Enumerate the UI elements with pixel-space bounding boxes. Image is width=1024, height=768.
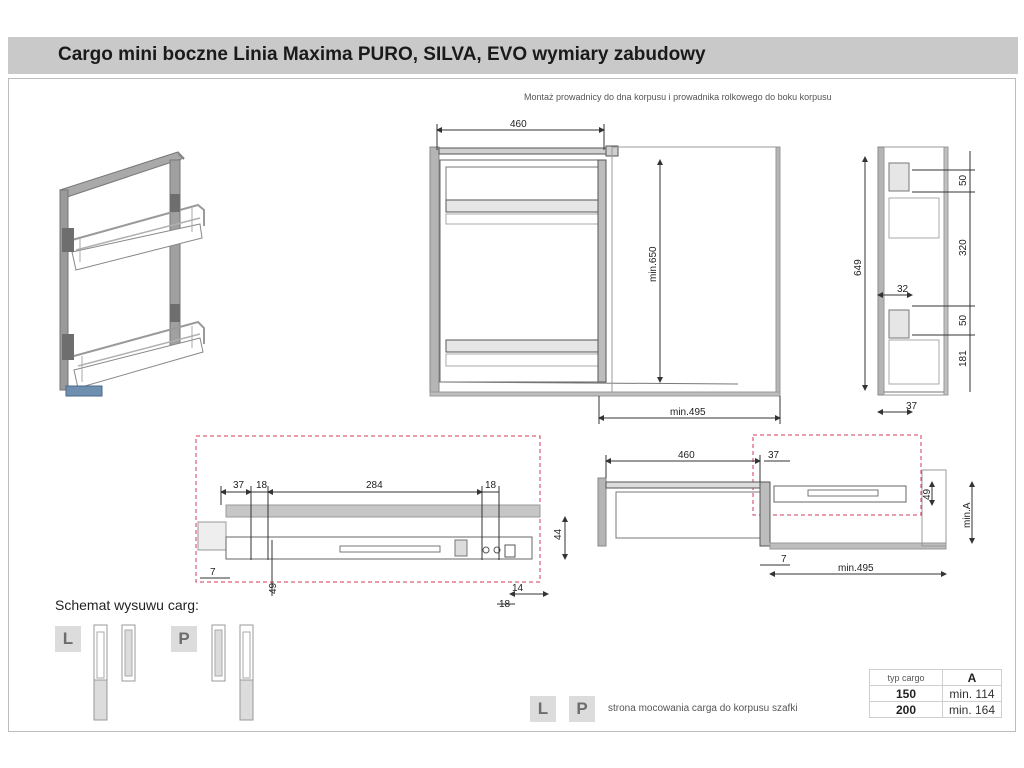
table-cell-a: min. 114 [942, 685, 1002, 702]
front-depth-label: min.495 [670, 407, 706, 418]
rail-d2-label: 18 [256, 480, 268, 491]
rail-d4-label: 18 [485, 480, 497, 491]
table-header-row: typ cargo A [869, 669, 1002, 686]
cargo-product-illustration [59, 151, 205, 397]
top-view-detail-frame [752, 434, 922, 516]
rail-d7-label: 49 [268, 582, 279, 594]
dimension-labels: 460 min.650 min.495 649 50 320 32 50 181… [210, 119, 973, 610]
legend-right-badge: P [569, 696, 595, 722]
side-d2-label: 320 [958, 239, 969, 256]
rail-d3-label: 284 [366, 480, 383, 491]
front-view-drawing [429, 145, 781, 397]
header-bar: Cargo mini boczne Linia Maxima PURO, SIL… [8, 37, 1018, 74]
schemat-title: Schemat wysuwu carg: [55, 597, 199, 613]
legend-left-badge: L [530, 696, 556, 722]
mounting-note: Montaż prowadnicy do dna korpusu i prowa… [524, 92, 832, 102]
schemat-left-badge: L [55, 626, 81, 652]
rail-detail-dimensions [200, 486, 568, 605]
rail-detail-drawing [197, 504, 541, 560]
table-header-type: typ cargo [869, 669, 943, 686]
rail-d5-label: 44 [553, 528, 564, 540]
top-depth-label: min.495 [838, 563, 874, 574]
schemat-right-badge: P [171, 626, 197, 652]
front-width-label: 460 [510, 119, 527, 130]
front-view-dimensions [436, 124, 781, 424]
rail-d9-label: 18 [499, 599, 511, 610]
side-total-label: 649 [853, 259, 864, 276]
side-view-dimensions [862, 151, 975, 415]
page-title: Cargo mini boczne Linia Maxima PURO, SIL… [58, 44, 706, 65]
table-cell-a: min. 164 [942, 701, 1002, 718]
drawing-frame [8, 78, 1016, 732]
table-header-a: A [942, 669, 1002, 686]
side-d5-label: 181 [958, 350, 969, 367]
cargo-size-table: typ cargo A 150 min. 114 200 min. 164 [869, 669, 1002, 718]
top-width-label: 460 [678, 450, 695, 461]
top-d2-label: 49 [922, 488, 933, 500]
top-view-dimensions [605, 455, 975, 577]
table-cell-type: 200 [869, 701, 943, 718]
side-view-drawing [877, 146, 949, 396]
side-d4-label: 50 [958, 314, 969, 326]
top-view-drawing [597, 469, 947, 550]
rail-d1-label: 37 [233, 480, 245, 491]
schemat-left-icons [93, 624, 136, 721]
side-d1-label: 50 [958, 174, 969, 186]
side-d3-label: 32 [897, 284, 909, 295]
top-d3-label: min.A [962, 502, 973, 528]
front-height-label: min.650 [648, 246, 659, 282]
legend-text: strona mocowania carga do korpusu szafki [608, 703, 798, 714]
top-d1-label: 37 [768, 450, 780, 461]
table-cell-type: 150 [869, 685, 943, 702]
top-d4-label: 7 [781, 554, 787, 565]
rail-d6-label: 7 [210, 567, 216, 578]
side-d6-label: 37 [906, 401, 918, 412]
table-row: 150 min. 114 [869, 685, 1002, 702]
table-row: 200 min. 164 [869, 701, 1002, 718]
rail-d8-label: 14 [512, 583, 524, 594]
schemat-right-icons [211, 624, 254, 721]
